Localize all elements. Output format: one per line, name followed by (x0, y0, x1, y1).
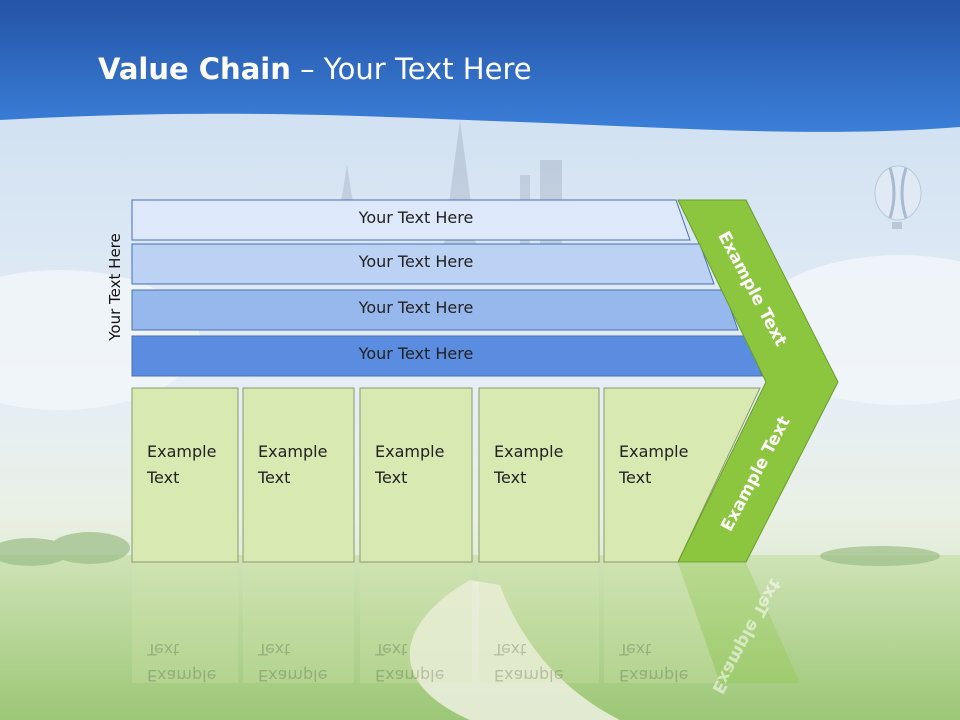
cell-reflection-5 (604, 563, 720, 683)
cell-line2: Text (147, 640, 180, 659)
bar-1 (131, 199, 691, 241)
hot-air-balloon-icon (874, 165, 922, 229)
cell-reflection-label-2: Example Text (258, 636, 327, 688)
cell-line1: Example (494, 442, 564, 461)
cell-line2: Text (619, 640, 652, 659)
cell-line1: Example (258, 442, 328, 461)
cell-line1: Example (375, 666, 445, 685)
cell-reflection-4 (479, 563, 599, 683)
cell-line2: Text (375, 640, 408, 659)
cell-4 (478, 387, 600, 563)
treeline (0, 532, 940, 566)
page-title: Value Chain – Your Text Here (98, 52, 532, 86)
cell-3 (359, 387, 473, 563)
bars-group (131, 199, 763, 377)
cell-line1: Example (147, 666, 217, 685)
bar-label-1: Your Text Here (358, 208, 474, 227)
cell-reflection-label-4: Example Text (494, 636, 563, 688)
cell-2 (242, 387, 355, 563)
cell-line1: Example (619, 442, 689, 461)
bar-label-3: Your Text Here (358, 298, 474, 317)
cell-line1: Example (375, 442, 445, 461)
cell-line2: Text (258, 640, 291, 659)
chevron-arrow (677, 199, 839, 563)
chevron-reflection (678, 563, 800, 683)
title-bold: Value Chain (98, 52, 291, 86)
cells-group (131, 387, 761, 683)
bar-label-4: Your Text Here (358, 344, 474, 363)
title-rest: – Your Text Here (290, 52, 532, 86)
cell-line1: Example (258, 666, 328, 685)
header-banner (0, 0, 960, 132)
cell-line2: Text (494, 640, 527, 659)
cell-reflection-label-1: Example Text (147, 636, 216, 688)
bar-2 (131, 243, 715, 285)
cell-line1: Example (619, 666, 689, 685)
bar-3 (131, 289, 739, 331)
cell-line2: Text (375, 468, 408, 487)
side-label: Your Text Here (106, 233, 124, 341)
bar-4 (131, 335, 763, 377)
cell-reflection-2 (243, 563, 354, 683)
dirt-path (409, 580, 620, 720)
cell-1 (131, 387, 239, 563)
cell-line2: Text (147, 468, 180, 487)
cell-reflection-1 (132, 563, 238, 683)
cell-line2: Text (619, 468, 652, 487)
cell-line2: Text (258, 468, 291, 487)
cell-reflection-3 (360, 563, 472, 683)
cell-reflection-label-5: Example Text (619, 636, 688, 688)
cell-line1: Example (494, 666, 564, 685)
cell-line2: Text (494, 468, 527, 487)
cell-line1: Example (147, 442, 217, 461)
cell-reflection-label-3: Example Text (375, 636, 444, 688)
bar-label-2: Your Text Here (358, 252, 474, 271)
